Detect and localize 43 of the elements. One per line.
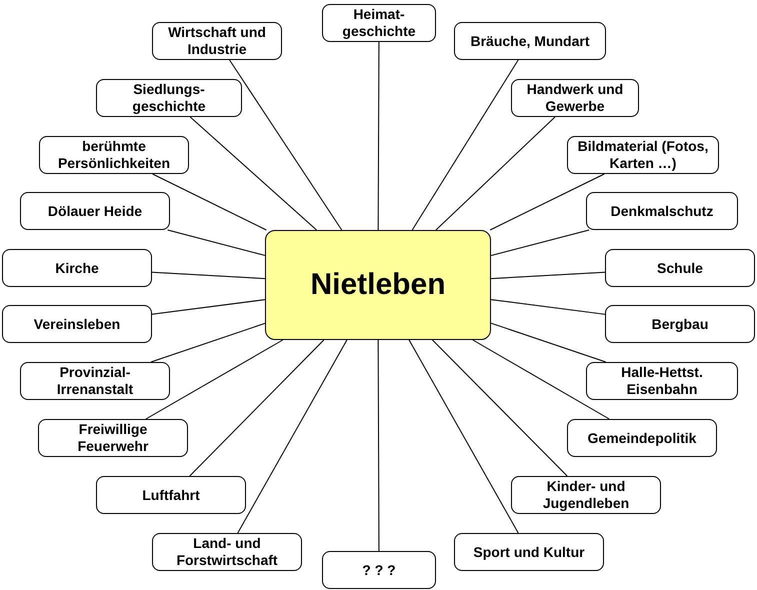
connector-line (229, 60, 342, 230)
topic-box: Dölauer Heide (20, 192, 170, 230)
topic-box: Denkmalschutz (586, 192, 738, 230)
topic-box: Bildmaterial (Fotos, Karten …) (567, 136, 719, 174)
topic-box: Bergbau (605, 305, 755, 343)
topic-box: Vereinsleben (2, 305, 152, 343)
connector-line (408, 340, 519, 534)
topic-box: Gemeindepolitik (567, 419, 717, 457)
connector-line (150, 322, 266, 362)
topic-box: Schule (605, 249, 755, 287)
connector-line (490, 230, 590, 256)
connector-line (435, 116, 556, 230)
connector-line (490, 299, 606, 315)
topic-box: Siedlungs- geschichte (96, 79, 242, 117)
central-topic-box: Nietleben (265, 230, 491, 340)
topic-box: Heimat- geschichte (322, 4, 436, 42)
connector-line (190, 116, 318, 230)
topic-box: Luftfahrt (96, 476, 246, 514)
connector-line (378, 340, 380, 552)
connector-line (432, 340, 568, 476)
topic-box: berühmte Persönlichkeiten (39, 136, 189, 174)
topic-box: Bräuche, Mundart (454, 22, 606, 60)
topic-box: Freiwillige Feuerwehr (38, 419, 188, 457)
topic-box: Handwerk und Gewerbe (511, 79, 639, 117)
connector-line (472, 340, 610, 420)
connector-line (490, 322, 606, 362)
topic-box: Halle-Hettst. Eisenbahn (586, 362, 738, 400)
connector-line (412, 60, 519, 230)
connector-line (378, 42, 380, 230)
topic-box: ? ? ? (322, 551, 436, 589)
topic-box: Kirche (2, 249, 152, 287)
connector-line (237, 340, 348, 534)
connector-line (490, 272, 606, 280)
connector-line (167, 230, 266, 256)
connector-line (189, 340, 324, 476)
topic-box: Kinder- und Jugendleben (511, 476, 661, 514)
topic-box: Provinzial- Irrenanstalt (20, 362, 170, 400)
connector-line (152, 299, 266, 315)
connector-line (145, 340, 284, 420)
connector-line (152, 272, 266, 280)
topic-box: Wirtschaft und Industrie (152, 22, 282, 60)
topic-box: Land- und Forstwirtschaft (152, 533, 302, 571)
topic-box: Sport und Kultur (454, 533, 604, 571)
